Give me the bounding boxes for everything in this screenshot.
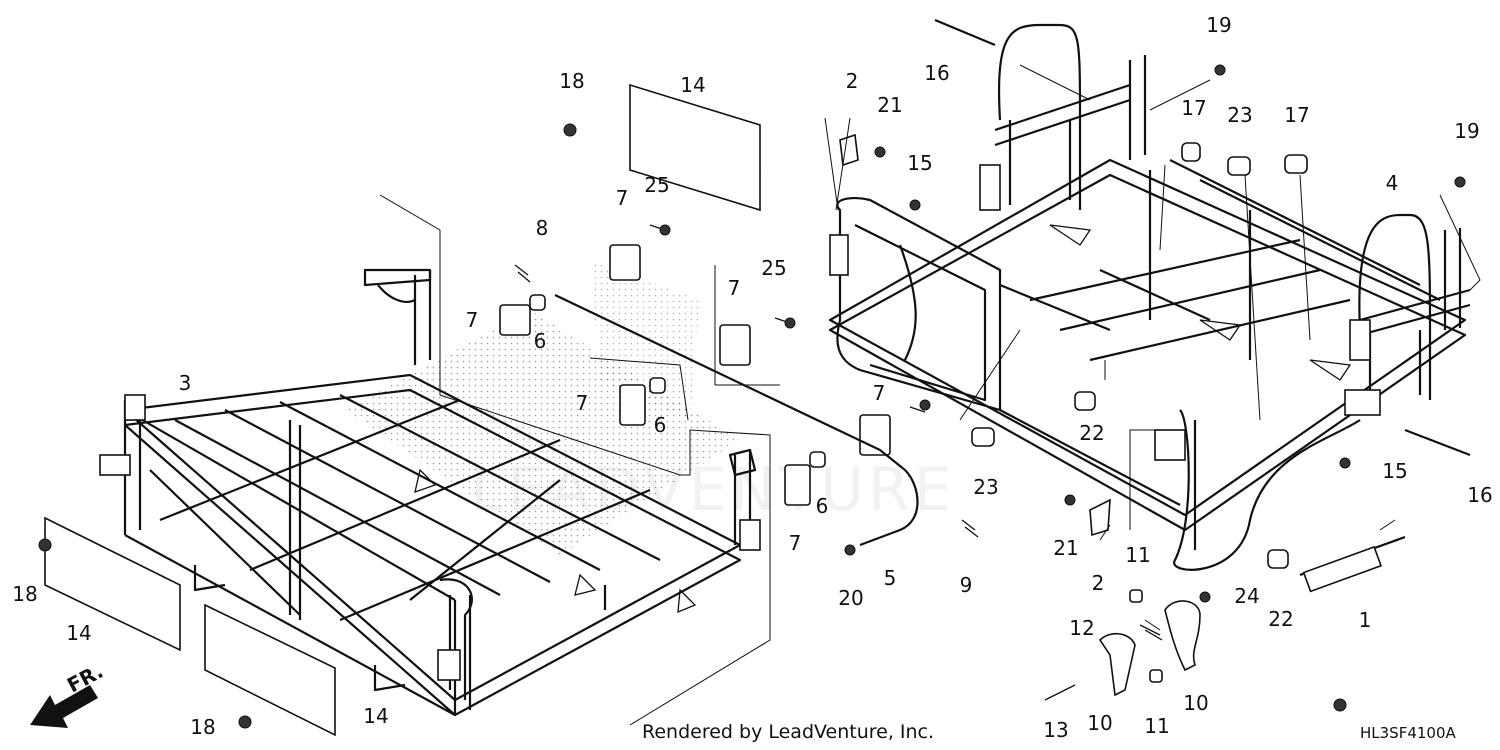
callout-1: 1	[1359, 608, 1372, 632]
collars	[971, 142, 1308, 569]
callout-6: 6	[654, 413, 667, 437]
callout-7: 7	[873, 381, 886, 405]
rear-frame	[828, 23, 1471, 571]
callout-2: 2	[846, 69, 859, 93]
callout-11: 11	[1144, 714, 1169, 738]
mud-panels	[44, 83, 761, 737]
callout-7: 7	[728, 276, 741, 300]
callout-19: 19	[1454, 119, 1479, 143]
callout-23: 23	[1227, 103, 1252, 127]
callout-11: 11	[1125, 543, 1150, 567]
callout-25: 25	[644, 173, 669, 197]
callout-3: 3	[179, 371, 192, 395]
pins-and-rods	[554, 18, 1471, 593]
panel-top	[629, 83, 761, 212]
callout-21: 21	[877, 93, 902, 117]
callout-22: 22	[1268, 607, 1293, 631]
callout-16: 16	[924, 61, 949, 85]
callout-labels: 1223456667777778910101111121314141415151…	[12, 13, 1492, 742]
bed-panel-shading	[590, 260, 700, 420]
callout-8: 8	[536, 216, 549, 240]
panel-left	[44, 516, 181, 652]
cargo-bed-frame	[99, 260, 761, 717]
callout-15: 15	[907, 151, 932, 175]
callout-7: 7	[576, 391, 589, 415]
front-direction-arrow: FR.	[30, 659, 107, 728]
direction-label: FR.	[63, 659, 107, 698]
diagram-code: HL3SF4100A	[1360, 724, 1457, 742]
callout-18: 18	[559, 69, 584, 93]
callout-14: 14	[363, 704, 388, 728]
callout-13: 13	[1043, 718, 1068, 742]
callout-18: 18	[12, 582, 37, 606]
leader-lines	[379, 64, 1481, 726]
callout-25: 25	[761, 256, 786, 280]
callout-21: 21	[1053, 536, 1078, 560]
callout-9: 9	[960, 573, 973, 597]
callout-5: 5	[884, 566, 897, 590]
callout-17: 17	[1181, 96, 1206, 120]
callout-17: 17	[1284, 103, 1309, 127]
credit-text: Rendered by LeadVenture, Inc.	[642, 721, 934, 743]
callout-7: 7	[789, 531, 802, 555]
callout-6: 6	[816, 494, 829, 518]
callout-7: 7	[616, 186, 629, 210]
callout-14: 14	[680, 73, 705, 97]
callout-23: 23	[973, 475, 998, 499]
callout-18: 18	[190, 715, 215, 739]
callout-12: 12	[1069, 616, 1094, 640]
callout-10: 10	[1183, 691, 1208, 715]
callout-19: 19	[1206, 13, 1231, 37]
panel-bottom	[204, 603, 336, 737]
callout-7: 7	[466, 308, 479, 332]
callout-15: 15	[1382, 459, 1407, 483]
callout-10: 10	[1087, 711, 1112, 735]
callout-20: 20	[838, 586, 863, 610]
callout-2: 2	[1092, 571, 1105, 595]
callout-14: 14	[66, 621, 91, 645]
callout-24: 24	[1234, 584, 1259, 608]
callout-6: 6	[534, 329, 547, 353]
callout-16: 16	[1467, 483, 1492, 507]
latch-parts	[514, 133, 1211, 701]
callout-22: 22	[1079, 421, 1104, 445]
bolts	[38, 64, 1466, 729]
callout-4: 4	[1386, 171, 1399, 195]
